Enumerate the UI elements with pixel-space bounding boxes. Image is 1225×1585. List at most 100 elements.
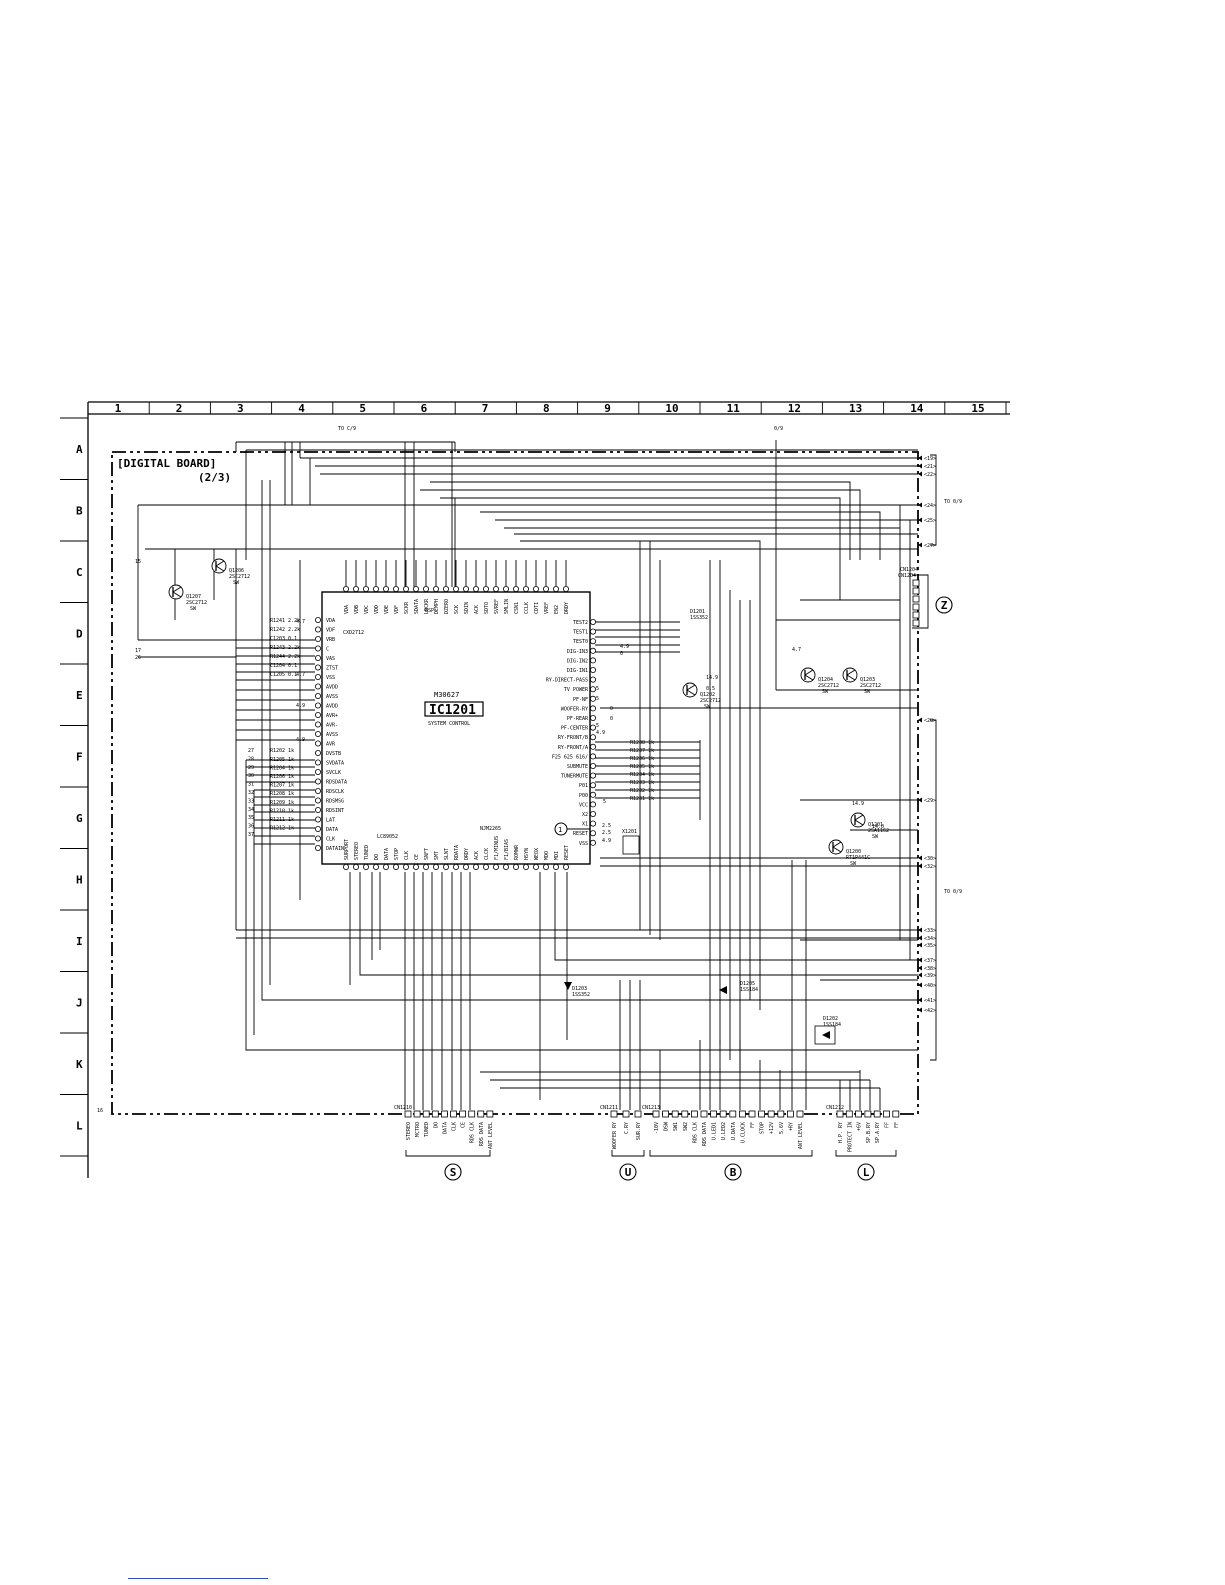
- ic-pin: [590, 667, 597, 674]
- ic-pin-label: SMT: [434, 851, 440, 860]
- ic-pin-label: LAT: [326, 818, 335, 824]
- ic-pin-label: F25 625 616/: [552, 754, 588, 760]
- ic-pin-label: SCKR: [404, 601, 410, 614]
- ic-pin: [314, 740, 321, 747]
- svg-text:<35>: <35>: [924, 943, 936, 949]
- ic-pin-label: ACK: [474, 605, 480, 614]
- ic-right-pins: TEST2TEST1TEST0DIG-IN3DIG-IN2DIG-IN1RY-D…: [546, 619, 597, 847]
- pin1-label: 1: [558, 826, 562, 834]
- net-arrow: <38>: [918, 965, 936, 972]
- ic-pin-label: AVDD: [326, 685, 338, 691]
- cn1204-label: CN1204: [900, 567, 918, 573]
- ic-pin-label: STOP: [394, 848, 400, 860]
- row-label: J: [76, 996, 83, 1009]
- ic-pin-label: RDATA: [454, 845, 460, 860]
- ic-pin-label: DATAIN: [326, 846, 344, 852]
- net-arrow: <34>: [918, 935, 936, 942]
- ic-pin: [590, 782, 597, 789]
- right-net-arrows: <19><21><22><24><25><27><28><29><30><32>…: [918, 455, 936, 1014]
- ic-pin: [314, 845, 321, 852]
- voltage-reading: 4.9: [596, 730, 605, 736]
- ic-pin: [492, 864, 499, 871]
- ic-pin: [442, 586, 449, 593]
- ic-pin-label: CSN1: [514, 602, 520, 614]
- ic-pin: [412, 586, 419, 593]
- svg-text:CXD2712: CXD2712: [343, 630, 364, 636]
- connector-pin-label: 5.6V: [779, 1122, 785, 1134]
- ic-pin-label: SURPORT: [344, 839, 350, 860]
- ic-pin: [442, 864, 449, 871]
- svg-text:Q1201: Q1201: [868, 822, 883, 828]
- connector-pin-label: CE: [461, 1122, 467, 1128]
- net-arrow: <29>: [918, 797, 936, 804]
- ic-pin: [553, 586, 560, 593]
- svg-text:<30>: <30>: [924, 856, 936, 862]
- ic-pin-label: DATA: [326, 827, 338, 833]
- ic-pin-label: RY-FRONT/A: [558, 745, 588, 751]
- ic-pin: [412, 864, 419, 871]
- svg-text:1SS184: 1SS184: [823, 1022, 841, 1028]
- connector-pin-label: MCTRO: [415, 1122, 421, 1137]
- ic-pin-label: TEST0: [573, 639, 588, 645]
- ic-pin-label: RDSMSG: [326, 799, 344, 805]
- ic-pin: [402, 586, 409, 593]
- ic-pin: [372, 586, 379, 593]
- ic-pin: [432, 586, 439, 593]
- ic-pin-label: LRCKR: [424, 598, 430, 614]
- ic-pin-label: DRDY: [564, 602, 570, 614]
- ic-pin: [590, 628, 597, 635]
- ic-pin: [472, 864, 479, 871]
- net-number: 26: [135, 655, 141, 661]
- net-arrow: <28>: [918, 717, 936, 724]
- ic-pin: [523, 864, 530, 871]
- ic-pin: [590, 657, 597, 664]
- net-number: 35: [248, 815, 254, 821]
- ref-top-right: 0/9: [774, 426, 783, 432]
- ic-pin: [362, 586, 369, 593]
- resistor-label: R1237 1k: [630, 748, 654, 754]
- ic-pin-label: TEST2: [573, 620, 588, 626]
- ic-body: [321, 591, 591, 865]
- svg-text:SW: SW: [704, 704, 711, 710]
- ic-pin: [513, 864, 520, 871]
- ic-pin-label: DIG-IN2: [567, 658, 588, 664]
- svg-text:SW: SW: [850, 861, 857, 867]
- net-arrow: <39>: [918, 972, 936, 979]
- connector-pin-label: ANT LEVEL: [798, 1122, 804, 1149]
- row-label: B: [76, 504, 83, 517]
- net-arrow: <24>: [918, 502, 936, 509]
- ic-pin: [314, 636, 321, 643]
- ic-pin: [372, 864, 379, 871]
- svg-text:Q1206: Q1206: [229, 568, 244, 574]
- net-arrow: <30>: [918, 855, 936, 862]
- ic-pin-label: HSYN: [524, 848, 530, 860]
- ic-pin-label: DEMPH: [434, 599, 440, 614]
- net-arrow: <22>: [918, 471, 936, 478]
- connector-pin-label: SP.B.RY: [866, 1122, 872, 1143]
- board-title: [DIGITAL BOARD]: [117, 457, 216, 470]
- svg-text:2SC2712: 2SC2712: [186, 600, 207, 606]
- ic-pin: [590, 763, 597, 770]
- net-number: 27: [248, 748, 254, 754]
- ic-pin: [590, 638, 597, 645]
- ic-pin: [352, 864, 359, 871]
- ic-pin-label: X1: [582, 822, 588, 828]
- connector-pin-label: DO: [433, 1122, 439, 1128]
- ic-pin: [462, 864, 469, 871]
- ic-pin: [533, 864, 540, 871]
- ic-pin-label: RDSCLK: [326, 789, 344, 795]
- ic-pin-label: VDA: [326, 618, 335, 624]
- ic-pin-label: SDTO: [484, 602, 490, 614]
- ic-pin: [563, 586, 570, 593]
- svg-text:1SS184: 1SS184: [740, 987, 758, 993]
- svg-text:<27>: <27>: [924, 543, 936, 549]
- svg-text:<38>: <38>: [924, 966, 936, 972]
- ic-pin: [314, 702, 321, 709]
- resistor-label: R1211 1k: [270, 817, 294, 823]
- voltage-reading: 4.7: [296, 672, 305, 678]
- ic-pin: [523, 586, 530, 593]
